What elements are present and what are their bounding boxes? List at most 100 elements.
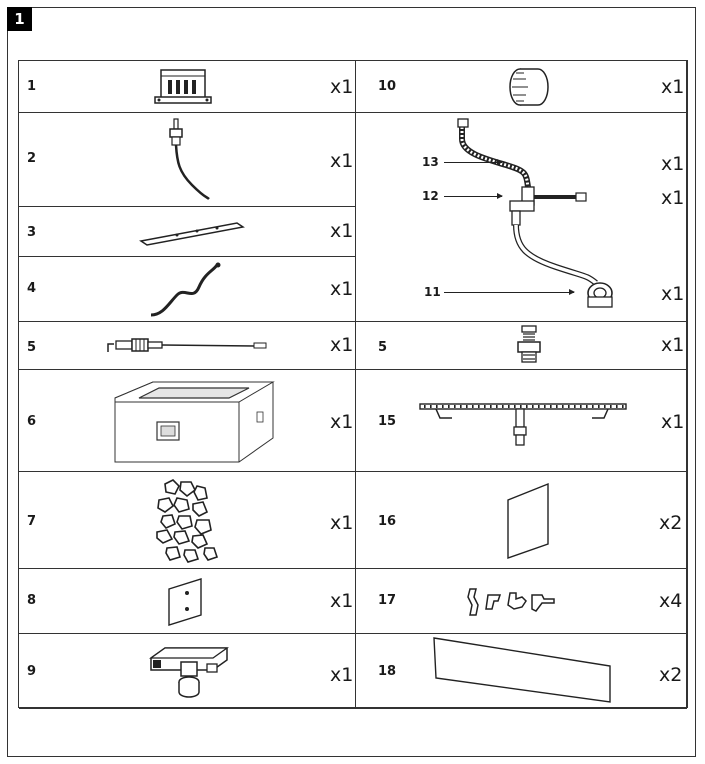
part-row: 15 x1 bbox=[356, 370, 687, 472]
burner-port-hole bbox=[550, 405, 552, 408]
part-number: 17 bbox=[378, 593, 397, 608]
control-box-icon bbox=[154, 69, 212, 104]
burner-port-hole bbox=[478, 405, 480, 408]
step-badge: 1 bbox=[7, 7, 32, 31]
part-row: 8 x1 bbox=[19, 569, 356, 634]
part-quantity: x1 bbox=[661, 76, 685, 98]
part-number: 4 bbox=[27, 281, 37, 296]
part-number: 16 bbox=[378, 514, 397, 529]
part-number: 8 bbox=[27, 593, 37, 608]
part-quantity: x2 bbox=[659, 664, 683, 686]
part-quantity: x1 bbox=[330, 411, 354, 433]
part-row: 1 x1 bbox=[19, 61, 356, 113]
burner-port-hole bbox=[454, 405, 456, 408]
callout-leader bbox=[444, 193, 503, 199]
part-row: 6 x1 bbox=[19, 370, 356, 472]
burner-port-hole bbox=[568, 405, 570, 408]
burner-port-hole bbox=[526, 405, 528, 408]
control-knob-icon bbox=[509, 68, 549, 106]
part-number: 10 bbox=[378, 79, 397, 94]
part-quantity: x1 bbox=[330, 278, 354, 300]
gas-hose-assembly-icon bbox=[457, 118, 613, 308]
callout-number: 12 bbox=[422, 189, 439, 203]
burner-port-hole bbox=[604, 405, 606, 408]
part-number: 7 bbox=[27, 514, 37, 529]
part-number: 5 bbox=[378, 340, 388, 355]
burner-port-hole bbox=[574, 405, 576, 408]
part-row: 2 x1 bbox=[19, 113, 356, 207]
valve-block-icon bbox=[148, 647, 230, 698]
callout-leader bbox=[444, 159, 503, 165]
part-number: 9 bbox=[27, 664, 37, 679]
burner-port-hole bbox=[424, 405, 426, 408]
clips-icon bbox=[467, 588, 555, 616]
burner-port-hole bbox=[598, 405, 600, 408]
part-quantity: x1 bbox=[661, 187, 685, 209]
bracket-plate-icon bbox=[168, 578, 202, 626]
part-row: 3 x1 bbox=[19, 207, 356, 257]
burner-port-hole bbox=[460, 405, 462, 408]
burner-port-hole bbox=[472, 405, 474, 408]
burner-port-hole bbox=[436, 405, 438, 408]
burner-port-hole bbox=[586, 405, 588, 408]
part-quantity: x1 bbox=[330, 664, 354, 686]
burner-port-hole bbox=[562, 405, 564, 408]
fire-table-icon bbox=[114, 381, 275, 463]
part-quantity: x1 bbox=[330, 220, 354, 242]
burner-port-hole bbox=[622, 405, 624, 408]
part-number: 18 bbox=[378, 664, 397, 679]
igniter-icon bbox=[107, 338, 267, 352]
part-quantity: x1 bbox=[330, 334, 354, 356]
burner-port-hole bbox=[502, 405, 504, 408]
part-row: 4 x1 bbox=[19, 257, 356, 322]
part-row: 9 x1 bbox=[19, 634, 356, 709]
part-row: 16 x2 bbox=[356, 472, 687, 569]
burner-port-hole bbox=[610, 405, 612, 408]
glass-panel-icon bbox=[507, 482, 549, 559]
callout-number: 13 bbox=[422, 155, 439, 169]
burner-port-hole bbox=[508, 405, 510, 408]
part-number: 2 bbox=[27, 151, 37, 166]
callout-number: 11 bbox=[424, 285, 441, 299]
burner-tube-icon bbox=[419, 403, 627, 446]
part-quantity: x1 bbox=[330, 76, 354, 98]
burner-port-hole bbox=[466, 405, 468, 408]
burner-port-hole bbox=[556, 405, 558, 408]
wire-icon bbox=[150, 262, 221, 317]
burner-port-hole bbox=[580, 405, 582, 408]
part-quantity: x1 bbox=[661, 283, 685, 305]
burner-port-hole bbox=[442, 405, 444, 408]
part-quantity: x1 bbox=[661, 334, 685, 356]
part-row: 17 x4 bbox=[356, 569, 687, 634]
burner-port-hole bbox=[616, 405, 618, 408]
part-quantity: x1 bbox=[661, 411, 685, 433]
part-row: 13 12 11 x1 x1 x1 bbox=[356, 113, 687, 322]
part-number: 5 bbox=[27, 340, 37, 355]
part-row: 10 x1 bbox=[356, 61, 687, 113]
burner-port-hole bbox=[496, 405, 498, 408]
callout-leader bbox=[444, 289, 575, 295]
burner-port-hole bbox=[532, 405, 534, 408]
burner-port-hole bbox=[514, 405, 516, 408]
part-number: 1 bbox=[27, 79, 37, 94]
part-number: 15 bbox=[378, 414, 397, 429]
burner-port-hole bbox=[544, 405, 546, 408]
burner-port-hole bbox=[592, 405, 594, 408]
part-quantity: x2 bbox=[659, 512, 683, 534]
part-quantity: x1 bbox=[330, 150, 354, 172]
part-row: 18 x2 bbox=[356, 634, 687, 709]
mounting-plate-icon bbox=[139, 222, 245, 246]
part-quantity: x1 bbox=[330, 590, 354, 612]
parts-grid: 1 x1 2 x1 3 x1 4 bbox=[18, 60, 688, 709]
part-quantity: x1 bbox=[661, 153, 685, 175]
fitting-icon bbox=[517, 325, 541, 363]
part-quantity: x4 bbox=[659, 590, 683, 612]
part-row: 5 x1 bbox=[19, 322, 356, 370]
part-quantity: x1 bbox=[330, 512, 354, 534]
burner-port-hole bbox=[538, 405, 540, 408]
burner-port-hole bbox=[448, 405, 450, 408]
page-frame bbox=[7, 7, 696, 757]
part-number: 3 bbox=[27, 225, 37, 240]
burner-port-hole bbox=[520, 405, 522, 408]
burner-port-hole bbox=[484, 405, 486, 408]
